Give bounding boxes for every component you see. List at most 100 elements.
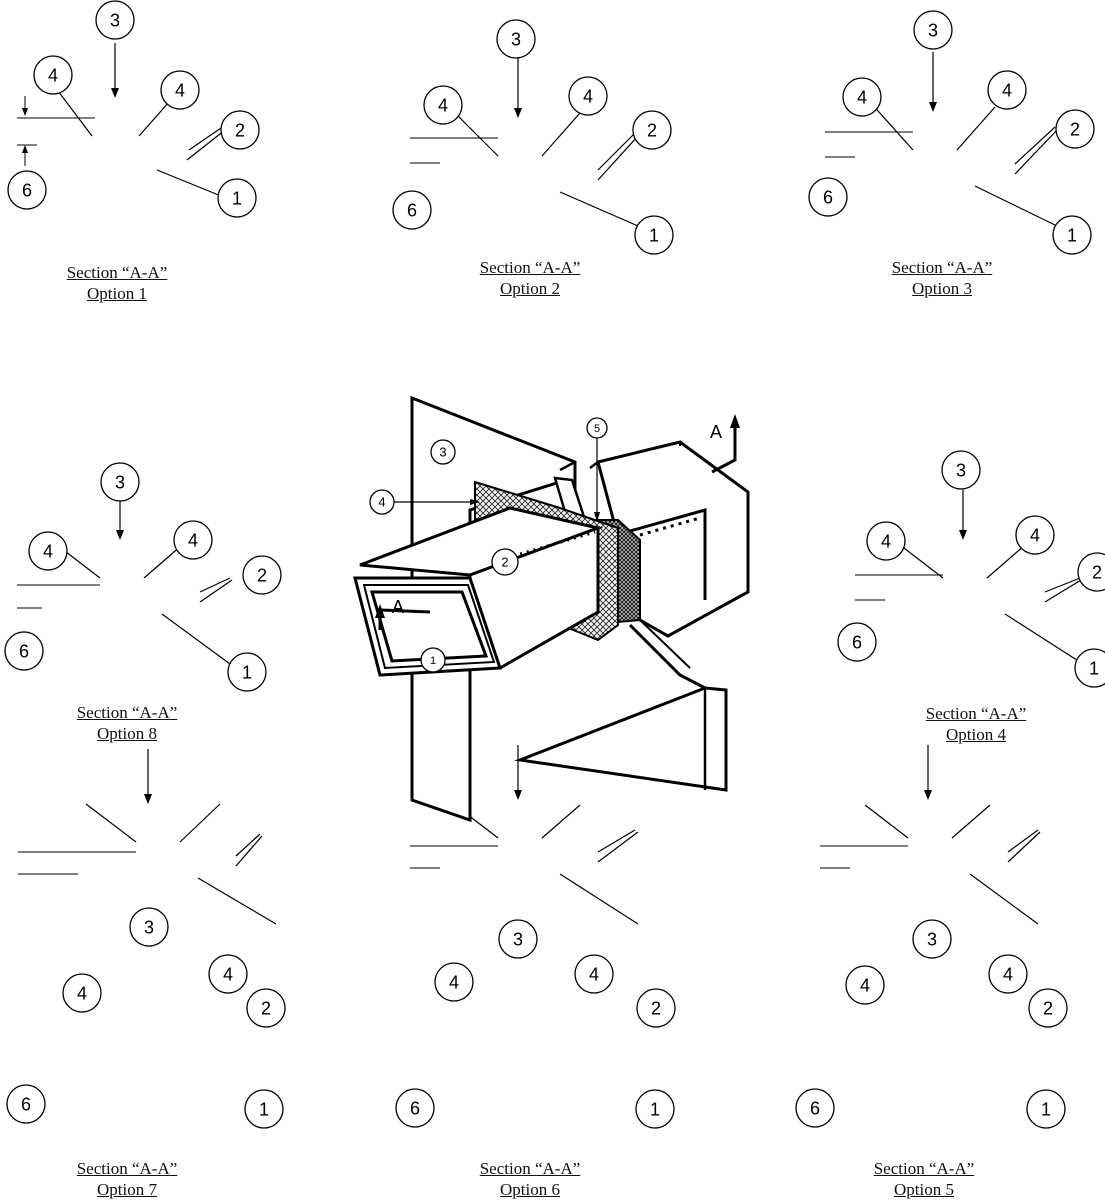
callout-number: 4 bbox=[860, 975, 870, 995]
callout-number: 2 bbox=[1070, 119, 1080, 139]
callout-number: 6 bbox=[810, 1098, 820, 1118]
callout-circle bbox=[491, 548, 519, 576]
callout-circle bbox=[160, 70, 200, 110]
callout-number: 1 bbox=[650, 1099, 660, 1119]
callout-number: 1 bbox=[649, 225, 659, 245]
callout-circle bbox=[808, 177, 848, 217]
callout-6: 6 bbox=[395, 1088, 435, 1128]
callout-number: 4 bbox=[43, 541, 53, 561]
callout-1: 1 bbox=[634, 215, 674, 255]
callout-number: 6 bbox=[407, 200, 417, 220]
callout-circle bbox=[430, 439, 456, 465]
callout-2: 2 bbox=[242, 555, 282, 595]
callout-circle bbox=[987, 70, 1027, 110]
callout-number: 3 bbox=[110, 10, 120, 30]
callout-circle bbox=[837, 622, 877, 662]
callout-number: 2 bbox=[257, 565, 267, 585]
caption-option: Option 2 bbox=[500, 279, 560, 298]
callout-1: 1 bbox=[1052, 215, 1092, 255]
callout-4: 4 bbox=[568, 76, 608, 116]
callout-number: 4 bbox=[881, 531, 891, 551]
callout-circle bbox=[423, 85, 463, 125]
callout-number: 3 bbox=[144, 917, 154, 937]
caption-title: Section “A-A” bbox=[873, 1159, 975, 1178]
callout-circle bbox=[1015, 515, 1055, 555]
callout-circle bbox=[434, 962, 474, 1002]
callout-circle bbox=[28, 531, 68, 571]
callout-3: 3 bbox=[100, 462, 140, 502]
callout-1: 1 bbox=[1074, 648, 1105, 688]
callout-circle bbox=[866, 521, 906, 561]
callout-number: 2 bbox=[647, 120, 657, 140]
callout-circle bbox=[242, 555, 282, 595]
callout-circle bbox=[95, 0, 135, 40]
callout-2: 2 bbox=[491, 548, 519, 576]
caption-option-4: Section “A-A” Option 4 bbox=[876, 703, 1076, 745]
callout-2: 2 bbox=[246, 988, 286, 1028]
callout-circle bbox=[496, 19, 536, 59]
caption-option-2: Section “A-A” Option 2 bbox=[430, 257, 630, 299]
callout-6: 6 bbox=[808, 177, 848, 217]
callout-2: 2 bbox=[1055, 109, 1095, 149]
callout-circle bbox=[568, 76, 608, 116]
callout-1: 1 bbox=[1026, 1089, 1066, 1129]
section-option-3 bbox=[825, 52, 1058, 227]
callout-number: 1 bbox=[259, 1099, 269, 1119]
callout-number: 4 bbox=[1002, 80, 1012, 100]
callout-number: 2 bbox=[261, 998, 271, 1018]
section-option-2 bbox=[410, 58, 639, 227]
callout-circle bbox=[1055, 109, 1095, 149]
callout-circle bbox=[6, 1084, 46, 1124]
callout-number: 3 bbox=[927, 929, 937, 949]
callout-circle bbox=[988, 954, 1028, 994]
callout-circle bbox=[227, 652, 267, 692]
callout-4: 4 bbox=[369, 489, 395, 515]
callout-number: 2 bbox=[501, 555, 508, 570]
callout-number: 2 bbox=[1092, 562, 1102, 582]
callout-3: 3 bbox=[95, 0, 135, 40]
callout-number: 4 bbox=[378, 495, 385, 510]
callout-4: 4 bbox=[866, 521, 906, 561]
callout-circle bbox=[912, 919, 952, 959]
callout-circle bbox=[1074, 648, 1105, 688]
callout-4: 4 bbox=[987, 70, 1027, 110]
callout-circle bbox=[392, 190, 432, 230]
callout-number: 1 bbox=[1089, 658, 1099, 678]
caption-option-5: Section “A-A” Option 5 bbox=[824, 1158, 1024, 1200]
callout-6: 6 bbox=[392, 190, 432, 230]
callout-circle bbox=[100, 462, 140, 502]
caption-option: Option 1 bbox=[87, 284, 147, 303]
callout-4: 4 bbox=[434, 962, 474, 1002]
callout-circle bbox=[845, 965, 885, 1005]
caption-option-3: Section “A-A” Option 3 bbox=[842, 257, 1042, 299]
callout-number: 1 bbox=[1041, 1099, 1051, 1119]
callout-circle bbox=[1026, 1089, 1066, 1129]
caption-option: Option 8 bbox=[97, 724, 157, 743]
callout-3: 3 bbox=[496, 19, 536, 59]
callout-2: 2 bbox=[220, 110, 260, 150]
callout-number: 3 bbox=[928, 20, 938, 40]
callout-5: 5 bbox=[586, 417, 608, 439]
callout-6: 6 bbox=[7, 170, 47, 210]
section-option-5 bbox=[820, 745, 1041, 925]
callout-6: 6 bbox=[837, 622, 877, 662]
callout-number: 3 bbox=[511, 29, 521, 49]
callout-4: 4 bbox=[845, 965, 885, 1005]
callout-6: 6 bbox=[6, 1084, 46, 1124]
callout-circle bbox=[217, 178, 257, 218]
caption-option-7: Section “A-A” Option 7 bbox=[27, 1158, 227, 1200]
callout-4: 4 bbox=[988, 954, 1028, 994]
caption-title: Section “A-A” bbox=[925, 704, 1027, 723]
caption-option: Option 5 bbox=[894, 1180, 954, 1199]
callout-number: 4 bbox=[857, 87, 867, 107]
caption-title: Section “A-A” bbox=[76, 703, 178, 722]
callout-number: 4 bbox=[583, 86, 593, 106]
callout-number: 6 bbox=[823, 187, 833, 207]
section-marker-a: A bbox=[392, 597, 404, 617]
callout-2: 2 bbox=[1028, 988, 1068, 1028]
callout-circle bbox=[246, 988, 286, 1028]
callout-3: 3 bbox=[912, 919, 952, 959]
callout-circle bbox=[586, 417, 608, 439]
callout-circle bbox=[574, 954, 614, 994]
